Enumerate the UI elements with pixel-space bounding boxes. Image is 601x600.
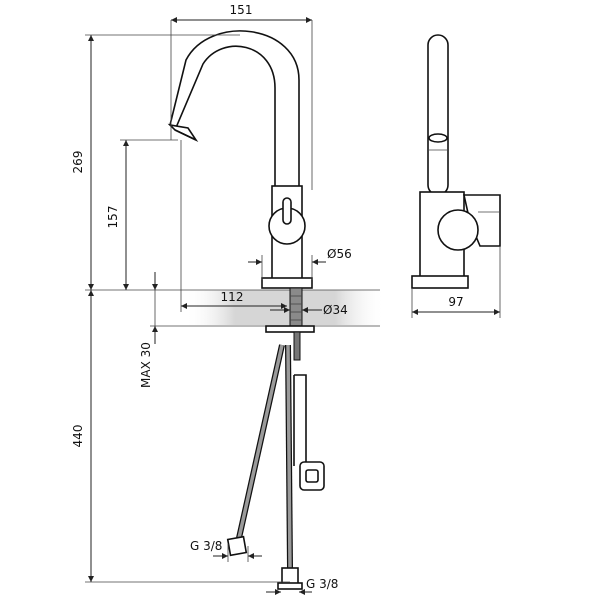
countertop-band xyxy=(185,290,385,325)
dim-112-label: 112 xyxy=(221,290,244,304)
dim-base-diameter: Ø56 xyxy=(248,247,352,280)
dim-side-depth: 97 xyxy=(411,246,501,318)
dim-width-top: 151 xyxy=(170,3,313,190)
dim-440-label: 440 xyxy=(71,425,85,448)
dim-total-height: 269 xyxy=(71,34,240,290)
dim-hose-length: 440 xyxy=(71,290,290,583)
dim-151-label: 151 xyxy=(230,3,253,17)
dim-thread-right: G 3/8 xyxy=(266,577,338,595)
dim-g38-left-label: G 3/8 xyxy=(190,539,222,553)
dim-o56-label: Ø56 xyxy=(327,247,352,261)
dim-thread-left: G 3/8 xyxy=(190,539,262,562)
faucet-side-view xyxy=(411,34,501,289)
dim-max-thickness: MAX 30 xyxy=(139,272,158,388)
dim-g38-right-label: G 3/8 xyxy=(306,577,338,591)
supply-hoses xyxy=(226,344,303,590)
dim-max30-label: MAX 30 xyxy=(139,342,153,388)
dim-o34-label: Ø34 xyxy=(323,303,348,317)
dim-157-label: 157 xyxy=(106,206,120,229)
faucet-front-view xyxy=(167,30,325,491)
dim-spout-height: 157 xyxy=(106,139,178,290)
dim-hole-diameter: Ø34 xyxy=(270,303,348,317)
dim-97-label: 97 xyxy=(448,295,463,309)
dim-269-label: 269 xyxy=(71,151,85,174)
dim-reach: 112 xyxy=(180,140,287,312)
